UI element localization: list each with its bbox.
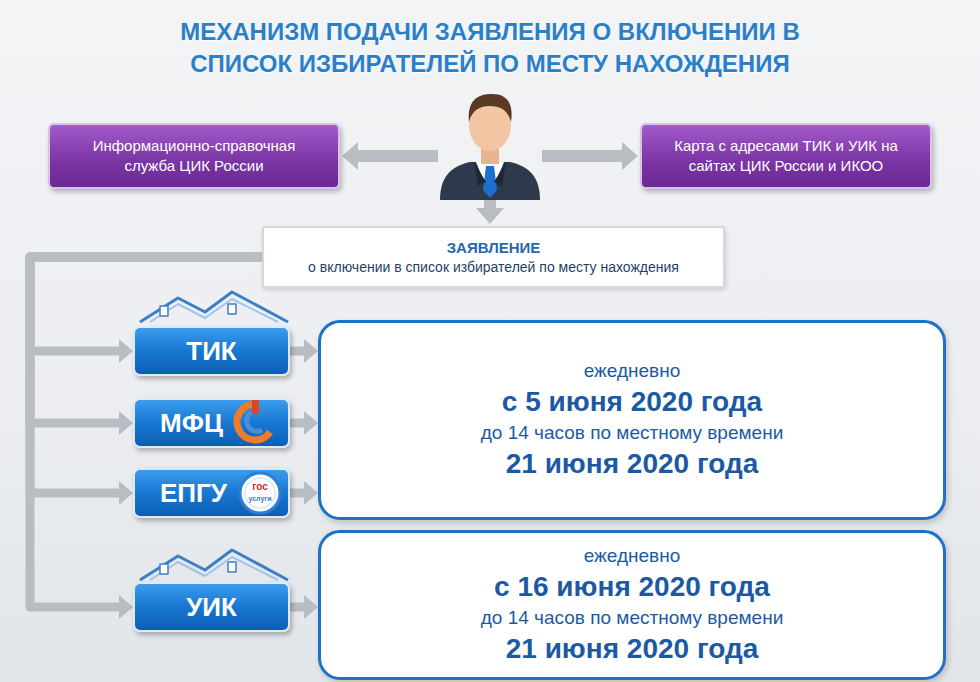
mfc-logo — [237, 400, 270, 440]
node-text: с 5 июня 2020 года — [502, 384, 762, 420]
node-text: Карта с адресами ТИК и УИК на сайтах ЦИК… — [658, 136, 914, 177]
node-text: ЕПГУ — [160, 478, 227, 509]
node-text: с 16 июня 2020 года — [494, 569, 770, 605]
gosuslugi-logo — [240, 473, 280, 513]
node-text: 21 июня 2020 года — [506, 631, 759, 667]
node-text: до 14 часов по местному времени — [481, 420, 784, 446]
service-box: ЕПГУ — [133, 468, 290, 518]
period-box: ежедневнос 16 июня 2020 годадо 14 часов … — [318, 530, 946, 680]
period-box: ежедневнос 5 июня 2020 годадо 14 часов п… — [318, 320, 946, 520]
node-text: Информационно-справочная служба ЦИК Росс… — [66, 136, 322, 177]
title-block: МЕХАНИЗМ ПОДАЧИ ЗАЯВЛЕНИЯ О ВКЛЮЧЕНИИ В … — [0, 16, 980, 81]
service-box: УИК — [133, 582, 290, 632]
node-text: до 14 часов по местному времени — [481, 605, 784, 631]
flow-connector — [290, 603, 304, 612]
info-box: Информационно-справочная служба ЦИК Росс… — [48, 123, 340, 189]
node-text: 21 июня 2020 года — [506, 446, 759, 482]
person-icon — [440, 94, 540, 200]
node-text: ЗАЯВЛЕНИЕ — [447, 237, 541, 258]
service-box: ТИК — [133, 326, 290, 376]
info-box: Карта с адресами ТИК и УИК на сайтах ЦИК… — [640, 123, 932, 189]
person-arrow — [358, 150, 438, 162]
node-text: МФЦ — [160, 408, 223, 439]
person-arrow — [542, 150, 622, 162]
node-text: о включении в список избирателей по мест… — [308, 258, 679, 278]
diagram-title: МЕХАНИЗМ ПОДАЧИ ЗАЯВЛЕНИЯ О ВКЛЮЧЕНИИ В … — [110, 16, 870, 81]
service-box: МФЦ — [133, 398, 290, 448]
node-text: ежедневно — [584, 358, 681, 384]
flow-connector — [290, 347, 304, 356]
logo-text: услуги — [248, 495, 271, 502]
logo-text: гос — [252, 482, 268, 492]
node-text: ТИК — [186, 336, 236, 367]
flow-connector — [290, 489, 304, 498]
node-text: ежедневно — [584, 543, 681, 569]
node-text: УИК — [186, 592, 237, 623]
flow-connector — [290, 419, 304, 428]
statement-box: ЗАЯВЛЕНИЕо включении в список избирателе… — [262, 226, 725, 288]
